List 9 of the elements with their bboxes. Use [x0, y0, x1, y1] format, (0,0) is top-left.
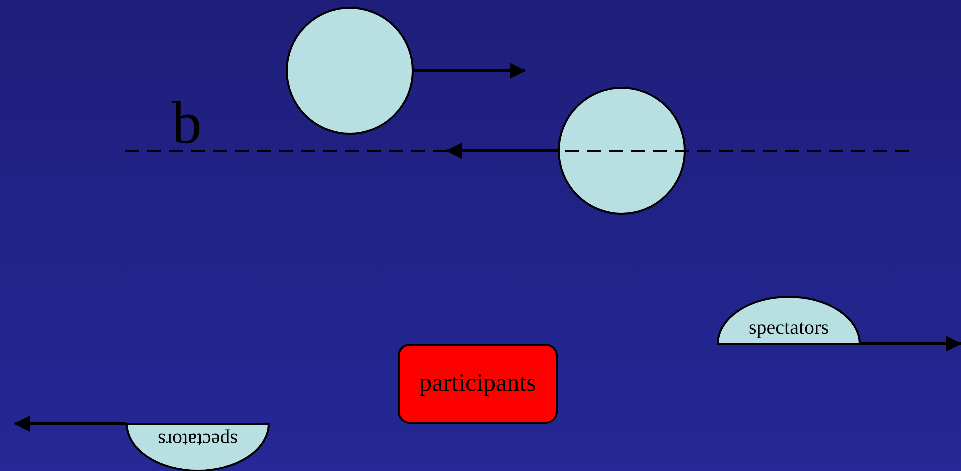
arrow [446, 143, 558, 159]
rounded-box [398, 344, 558, 424]
arrow [14, 416, 126, 432]
node-label: spectators [748, 316, 830, 340]
arrow [414, 63, 526, 79]
node-label: spectators [157, 428, 239, 452]
parameter-label: b [172, 89, 202, 158]
arrow [861, 336, 961, 352]
node-label: participants [418, 370, 538, 398]
